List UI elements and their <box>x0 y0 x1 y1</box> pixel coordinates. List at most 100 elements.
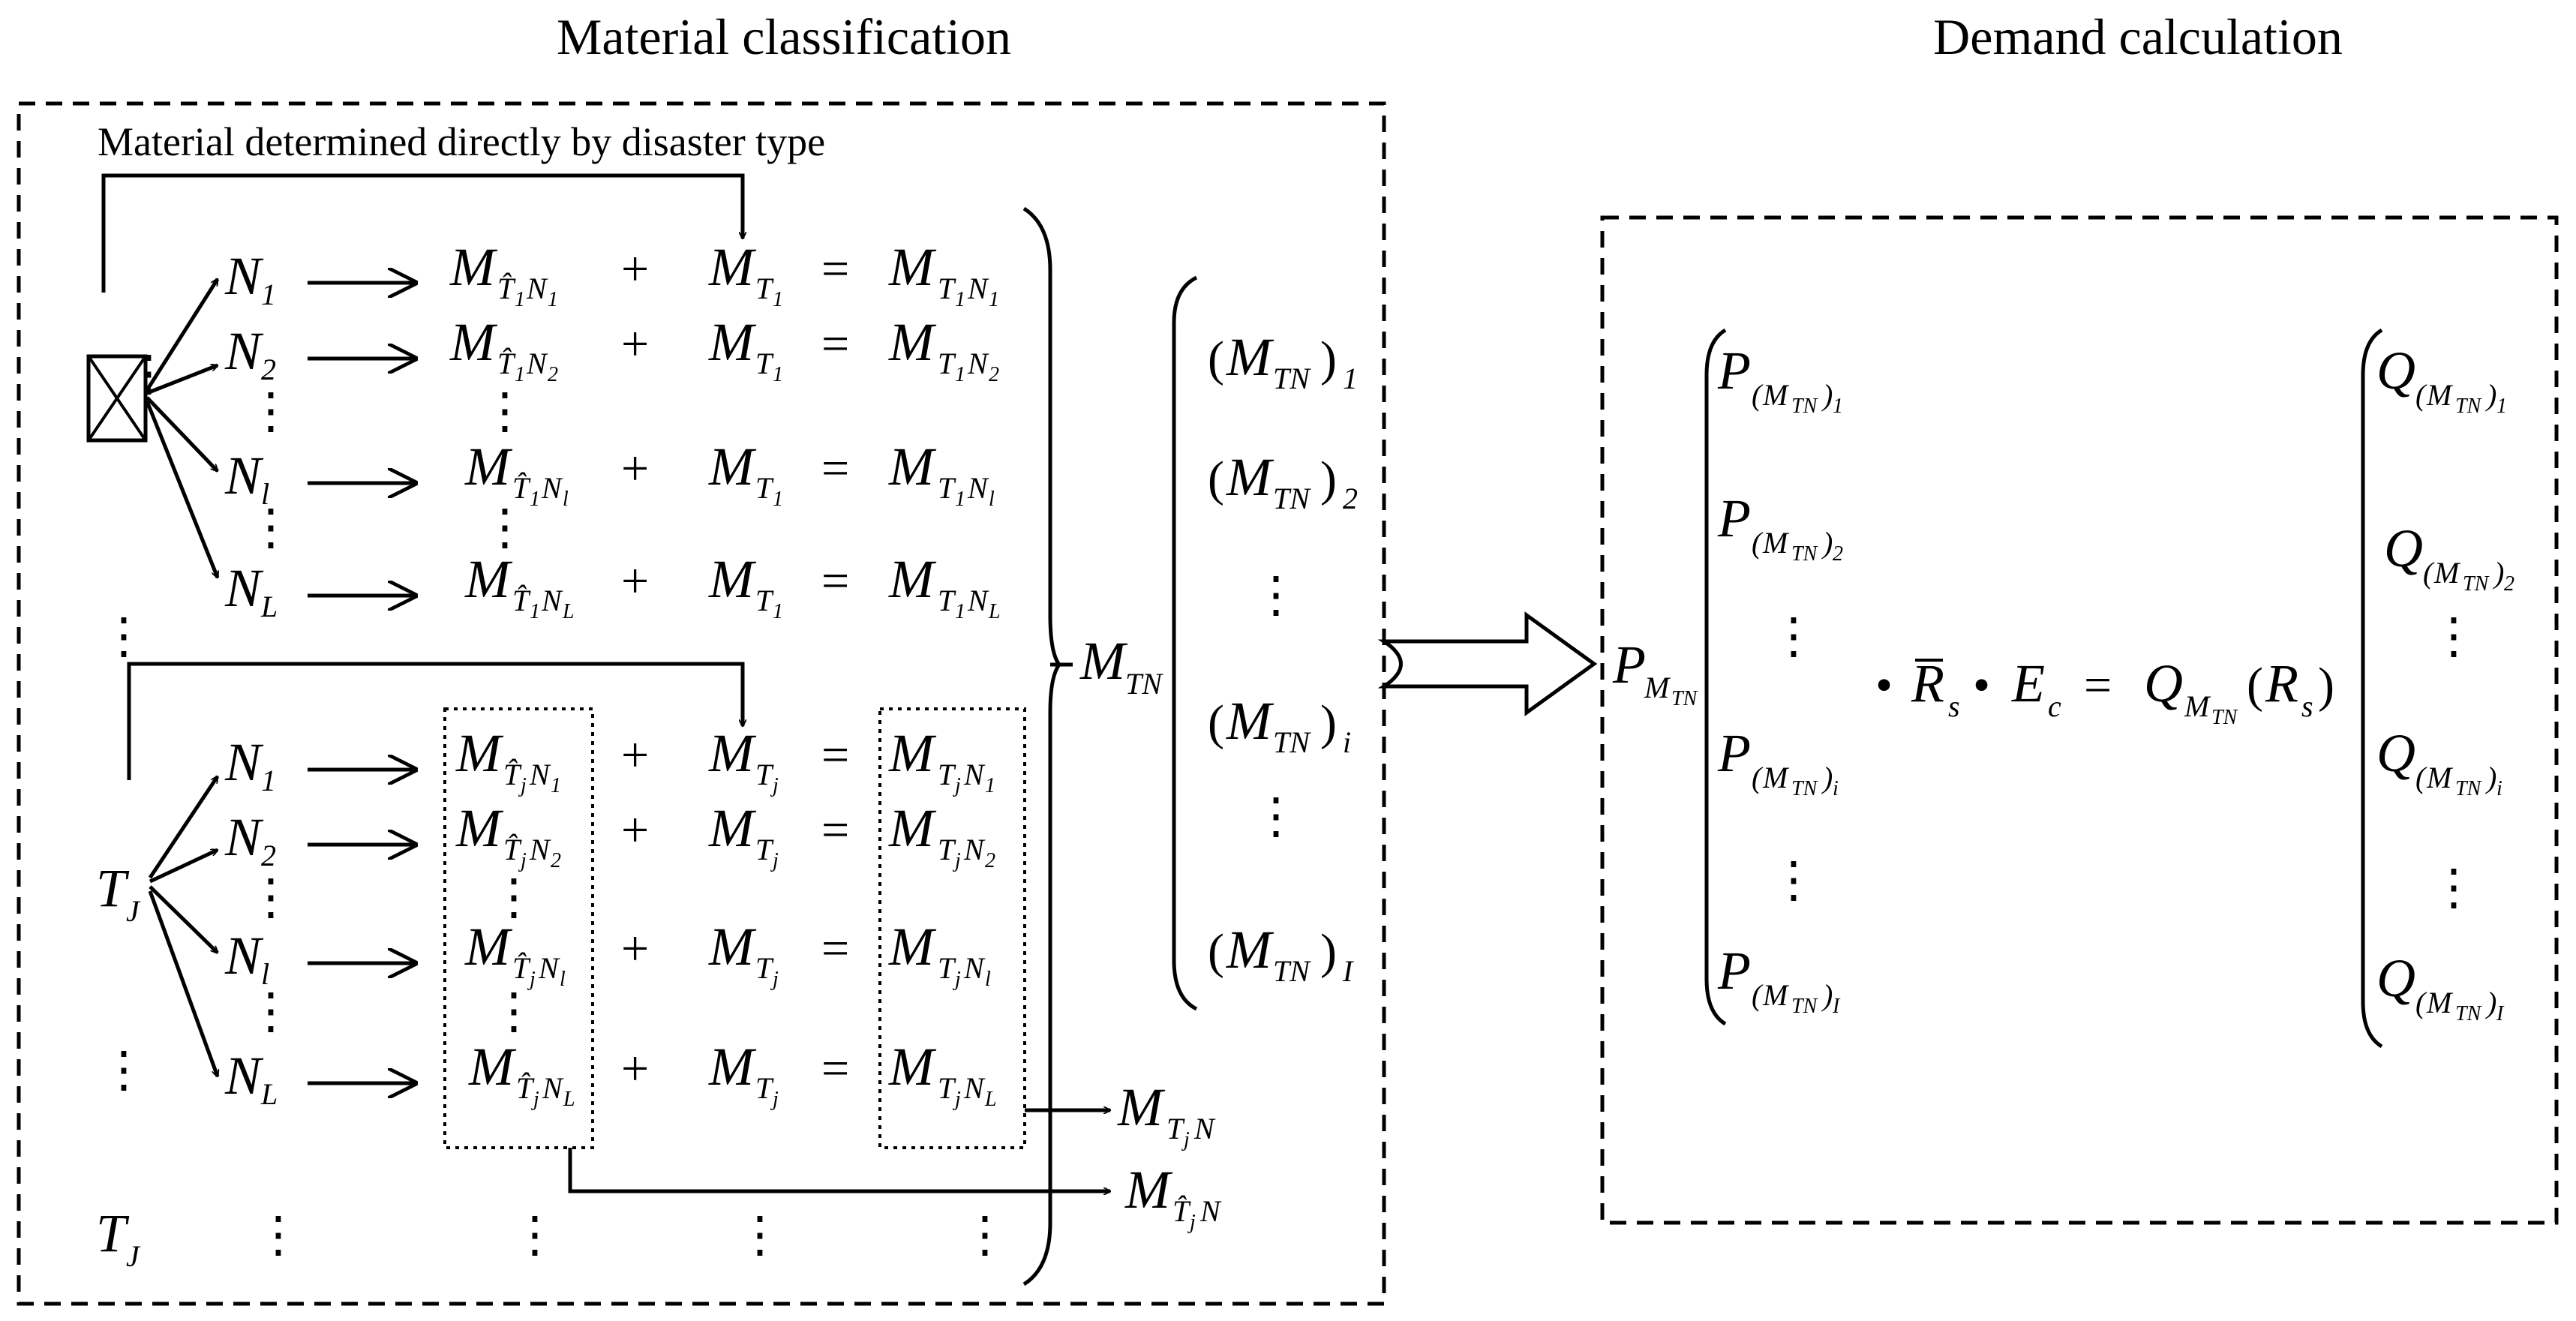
svg-text:M: M <box>708 237 757 297</box>
svg-text:T̂: T̂ <box>497 347 516 380</box>
svg-text:j: j <box>518 774 527 797</box>
svg-text:N: N <box>1193 1112 1216 1145</box>
svg-text:N: N <box>538 951 560 985</box>
svg-text:j: j <box>527 968 536 991</box>
demand-equation: • R s • E c = Q M TN ( R s ) <box>1875 653 2334 729</box>
svg-text:T: T <box>938 471 956 505</box>
svg-text:M: M <box>455 798 504 858</box>
svg-text:TN: TN <box>1273 954 1311 988</box>
svg-text:⋮: ⋮ <box>2429 609 2478 664</box>
svg-text:+: + <box>621 554 649 608</box>
svg-text:l: l <box>560 968 566 991</box>
svg-text:⋮: ⋮ <box>124 347 173 401</box>
vdots-t-1: ⋮ <box>99 609 149 664</box>
svg-text:Q: Q <box>2384 518 2423 578</box>
svg-text:T̂: T̂ <box>512 471 531 505</box>
q-entry-2: Q ( M TN ) 2 <box>2384 518 2514 596</box>
svg-text:1: 1 <box>955 600 965 623</box>
svg-text:=: = <box>821 921 849 976</box>
svg-text:1: 1 <box>515 288 525 311</box>
svg-text:1: 1 <box>985 774 995 797</box>
svg-text:M: M <box>1226 691 1274 751</box>
classification-brace <box>1022 206 1062 1286</box>
svg-text:(: ( <box>2415 761 2427 794</box>
p-entry-2: P ( M TN ) 2 <box>1717 488 1843 566</box>
svg-text:T: T <box>755 347 774 380</box>
svg-text:M: M <box>1124 1160 1173 1220</box>
svg-text:P: P <box>1717 941 1751 1001</box>
svg-text:M: M <box>1644 671 1671 704</box>
arrow-to-mhattjn <box>568 1148 1110 1191</box>
svg-text:=: = <box>821 1041 849 1096</box>
svg-text:+: + <box>621 242 649 296</box>
svg-text:=: = <box>821 728 849 782</box>
svg-text:): ) <box>1320 452 1337 506</box>
svg-text:j: j <box>953 849 961 872</box>
svg-text:N: N <box>963 951 986 985</box>
svg-text:): ) <box>2485 761 2496 794</box>
vdots-m-2: ⋮ <box>480 500 530 555</box>
svg-text:): ) <box>1320 924 1337 979</box>
direct-route-line-j <box>127 662 743 780</box>
e-c: E c <box>2011 653 2061 723</box>
svg-text:TN: TN <box>1273 482 1311 515</box>
svg-text:+: + <box>621 803 649 857</box>
svg-text:T: T <box>1166 1112 1185 1145</box>
vdots-m-3: ⋮ <box>489 870 539 925</box>
svg-text:Q: Q <box>2144 653 2183 713</box>
svg-text:2: 2 <box>551 849 561 872</box>
svg-text:+: + <box>621 921 649 976</box>
svg-text:N1: N1 <box>224 246 276 311</box>
svg-text:L: L <box>562 600 575 623</box>
svg-text:j: j <box>770 1088 779 1111</box>
svg-text:Nl: Nl <box>224 446 269 511</box>
svg-text:E: E <box>2011 653 2045 713</box>
vdots-t-2: ⋮ <box>99 1043 149 1097</box>
svg-text:TN: TN <box>1273 362 1311 395</box>
svg-text:N: N <box>963 833 986 866</box>
svg-text:1: 1 <box>2496 395 2507 418</box>
svg-text:): ) <box>1821 761 1833 794</box>
svg-text:M: M <box>2426 378 2454 412</box>
svg-text:j: j <box>1181 1128 1190 1151</box>
svg-text:T: T <box>755 1071 774 1105</box>
svg-text:1: 1 <box>773 600 783 623</box>
svg-text:TN: TN <box>2455 1002 2482 1025</box>
svg-text:2: 2 <box>548 363 558 386</box>
svg-text:1: 1 <box>548 288 558 311</box>
svg-text:N: N <box>967 272 989 305</box>
svg-text:l: l <box>985 968 991 991</box>
svg-text:): ) <box>1821 526 1833 560</box>
svg-text:M: M <box>1762 978 1790 1012</box>
svg-text:): ) <box>2493 556 2504 590</box>
node-tj: T J <box>96 858 141 928</box>
svg-text:TN: TN <box>1791 395 1818 418</box>
svg-text:TN: TN <box>2463 572 2490 596</box>
svg-text:): ) <box>1821 978 1833 1012</box>
svg-text:T̂: T̂ <box>512 584 531 617</box>
svg-text:): ) <box>2318 658 2334 713</box>
svg-text:T: T <box>755 584 774 617</box>
dotted-box-hat-column <box>443 707 594 1149</box>
svg-text:N: N <box>963 758 986 791</box>
svg-text:M: M <box>1226 920 1274 980</box>
svg-text:⋮: ⋮ <box>960 1208 1010 1262</box>
svg-text:⋮: ⋮ <box>1769 853 1818 908</box>
svg-text:Q: Q <box>2376 341 2415 401</box>
svg-text:+: + <box>621 441 649 496</box>
svg-text:M: M <box>455 723 504 783</box>
svg-text:M: M <box>1762 526 1790 560</box>
svg-text:P: P <box>1612 635 1646 695</box>
svg-text:M: M <box>708 1037 757 1097</box>
svg-text:i: i <box>2496 777 2502 800</box>
p-entry-1: P ( M TN ) 1 <box>1717 341 1843 418</box>
q-vector: Q ( M TN ) 1 Q ( M TN ) 2 ⋮ Q ( M TN ) i… <box>2376 341 2514 1025</box>
svg-text:): ) <box>1320 332 1337 386</box>
svg-text:R: R <box>1911 653 1944 713</box>
svg-text:T: T <box>938 584 956 617</box>
